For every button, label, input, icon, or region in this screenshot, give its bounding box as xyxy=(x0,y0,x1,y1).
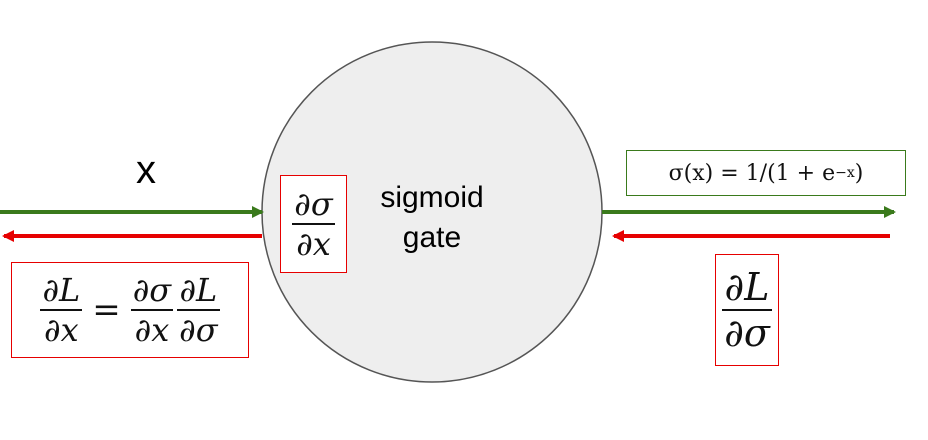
chain-lhs-fraction: ∂L ∂x xyxy=(40,271,83,349)
equals-sign: = xyxy=(92,290,121,330)
chain-rhs2-numerator: ∂L xyxy=(179,271,218,309)
chain-rhs1-numerator: ∂σ xyxy=(132,271,172,309)
local-gradient-numerator: ∂σ xyxy=(294,185,333,223)
upstream-gradient-numerator: ∂L xyxy=(724,265,770,309)
fraction-bar xyxy=(292,223,335,225)
gate-label-line1: sigmoid xyxy=(380,181,484,214)
chain-rhs1-denominator: ∂x xyxy=(134,311,170,349)
fraction-bar xyxy=(130,309,174,311)
upstream-gradient-fraction: ∂L ∂σ xyxy=(722,265,772,355)
sigmoid-formula-close: ) xyxy=(854,160,864,186)
chain-rhs1-fraction: ∂σ ∂x xyxy=(130,271,174,349)
gate-label: sigmoid gate xyxy=(362,178,502,258)
chain-rule-box: ∂L ∂x = ∂σ ∂x ∂L ∂σ xyxy=(11,262,249,358)
chain-rhs2-fraction: ∂L ∂σ xyxy=(177,271,220,349)
chain-lhs-numerator: ∂L xyxy=(42,271,81,309)
local-gradient-box: ∂σ ∂x xyxy=(280,175,347,273)
local-gradient-denominator: ∂x xyxy=(296,225,331,263)
gate-label-line2: gate xyxy=(402,221,462,254)
upstream-gradient-box: ∂L ∂σ xyxy=(715,254,779,366)
upstream-gradient-denominator: ∂σ xyxy=(724,311,770,355)
fraction-bar xyxy=(40,309,83,311)
sigmoid-formula-box: σ(x) = 1/(1 + e−x) xyxy=(626,150,906,196)
fraction-bar xyxy=(722,309,772,311)
chain-rhs2-denominator: ∂σ xyxy=(179,311,218,349)
sigmoid-formula-exponent: −x xyxy=(835,165,855,181)
fraction-bar xyxy=(177,309,220,311)
input-x-label: x xyxy=(136,148,156,192)
chain-lhs-denominator: ∂x xyxy=(44,311,79,349)
sigmoid-formula-main: σ(x) = 1/(1 + e xyxy=(668,160,836,186)
local-gradient-fraction: ∂σ ∂x xyxy=(292,185,335,263)
